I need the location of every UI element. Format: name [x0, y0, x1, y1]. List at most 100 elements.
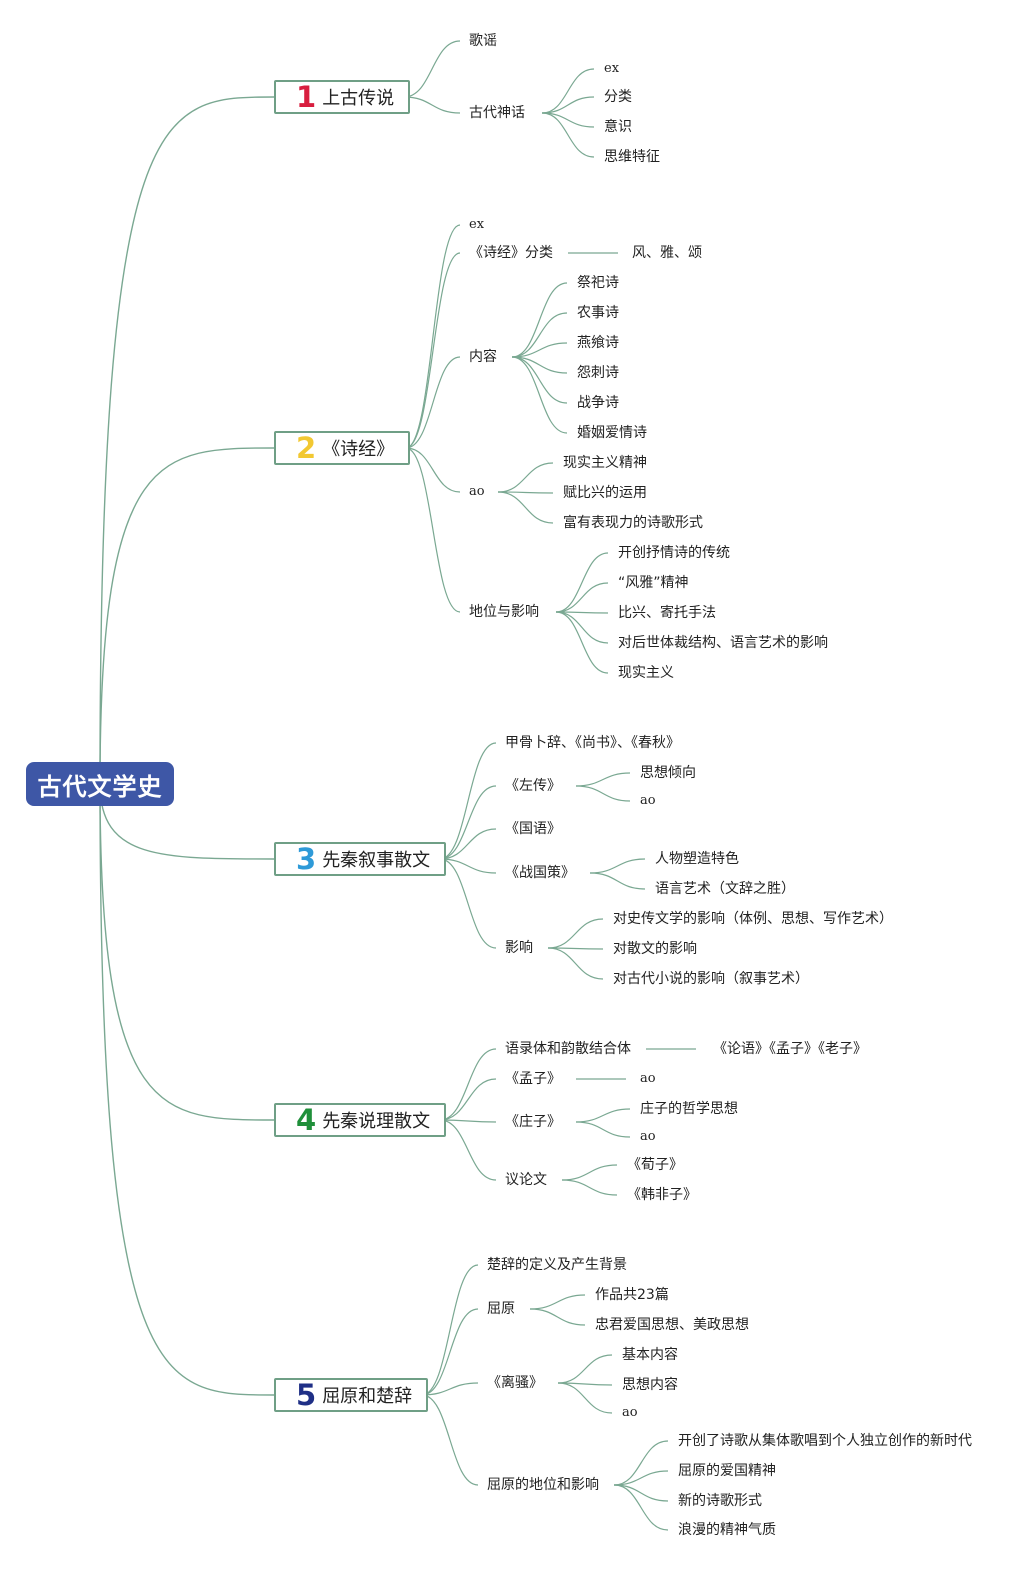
topic-label[interactable]: 对后世体裁结构、语言艺术的影响 — [618, 635, 828, 651]
topic-label[interactable]: 分类 — [604, 89, 632, 105]
connector-line — [99, 783, 275, 1121]
connector-line — [99, 447, 275, 785]
topic-label[interactable]: 开创了诗歌从集体歌唱到个人独立创作的新时代 — [678, 1433, 972, 1449]
topic-label[interactable]: “风雅”精神 — [618, 575, 689, 591]
connector-line — [403, 96, 461, 114]
branch-node-3[interactable]: 3 先秦叙事散文 — [274, 842, 447, 876]
topic-label[interactable]: ex — [469, 217, 485, 232]
topic-label[interactable]: 思维特征 — [604, 149, 660, 165]
topic-label[interactable]: 开创抒情诗的传统 — [618, 545, 730, 561]
topic-label[interactable]: 新的诗歌形式 — [678, 1493, 762, 1509]
topic-label[interactable]: ao — [640, 1129, 656, 1144]
topic-label[interactable]: 《国语》 — [505, 821, 561, 837]
connector-line — [405, 252, 461, 449]
connector-line — [421, 1308, 479, 1396]
branch-node-1[interactable]: 1 上古传说 — [274, 80, 411, 114]
topic-label[interactable]: 《荀子》 — [627, 1157, 683, 1173]
topic-label[interactable]: 风、雅、颂 — [632, 245, 702, 261]
connector-line — [403, 40, 461, 98]
topic-label[interactable]: ao — [469, 484, 485, 499]
topic-label[interactable]: 影响 — [505, 940, 533, 956]
topic-label[interactable]: ao — [622, 1405, 638, 1420]
topic-label[interactable]: 基本内容 — [622, 1347, 678, 1363]
topic-label[interactable]: 思想内容 — [622, 1377, 678, 1393]
topic-label[interactable]: 怨刺诗 — [577, 365, 619, 381]
topic-label[interactable]: 比兴、寄托手法 — [618, 605, 716, 621]
connector-line — [561, 1179, 618, 1196]
connector-line — [439, 1119, 497, 1123]
topic-label[interactable]: 屈原的爱国精神 — [678, 1463, 776, 1479]
topic-label[interactable]: 《离骚》 — [487, 1375, 543, 1391]
topic-label[interactable]: 婚姻爱情诗 — [577, 425, 647, 441]
topic-label[interactable]: 人物塑造特色 — [655, 851, 739, 867]
connector-line — [613, 1470, 669, 1486]
connector-line — [99, 96, 275, 785]
topic-label[interactable]: 语言艺术（文辞之胜） — [655, 881, 795, 897]
connector-line — [575, 785, 631, 802]
connector-line — [497, 491, 554, 524]
topic-label[interactable]: 燕飨诗 — [577, 335, 619, 351]
topic-label[interactable]: 赋比兴的运用 — [563, 485, 647, 501]
topic-label[interactable]: 甲骨卜辞、《尚书》、《春秋》 — [505, 735, 680, 751]
connector-line — [613, 1484, 669, 1531]
connector-line — [439, 828, 497, 860]
connector-line — [575, 1121, 631, 1138]
topic-label[interactable]: 《诗经》分类 — [469, 245, 553, 261]
topic-label[interactable]: 古代神话 — [469, 105, 525, 121]
connector-line — [613, 1440, 669, 1486]
topic-label[interactable]: 祭祀诗 — [577, 275, 619, 291]
connector-line — [405, 356, 461, 449]
topic-label[interactable]: 忠君爱国思想、美政思想 — [595, 1317, 749, 1333]
topic-label[interactable]: 浪漫的精神气质 — [678, 1522, 776, 1538]
branch-number-5: 5 — [296, 1377, 317, 1412]
topic-label[interactable]: 战争诗 — [577, 395, 619, 411]
topic-label[interactable]: 对史传文学的影响（体例、思想、写作艺术） — [613, 911, 893, 927]
topic-label[interactable]: 《左传》 — [505, 778, 561, 794]
connector-line — [511, 356, 568, 404]
connector-line — [439, 1119, 497, 1181]
topic-label[interactable]: 《论语》《孟子》《老子》 — [713, 1041, 867, 1057]
topic-label[interactable]: 意识 — [604, 119, 632, 135]
root-node[interactable]: 古代文学史 — [26, 762, 174, 806]
connector-line — [511, 312, 568, 358]
topic-label[interactable]: 歌谣 — [469, 33, 497, 49]
connector-line — [421, 1394, 479, 1486]
topic-label[interactable]: 《孟子》 — [505, 1071, 561, 1087]
connector-line — [613, 1484, 669, 1502]
connector-line — [589, 872, 646, 890]
topic-label[interactable]: 《韩非子》 — [627, 1187, 697, 1203]
connector-line — [99, 783, 275, 860]
connector-line — [541, 68, 595, 114]
topic-label[interactable]: ao — [640, 793, 656, 808]
topic-label[interactable]: 屈原 — [487, 1301, 515, 1317]
topic-label[interactable]: 现实主义精神 — [563, 455, 647, 471]
topic-label[interactable]: 对散文的影响 — [613, 941, 697, 957]
topic-label[interactable]: 对古代小说的影响（叙事艺术） — [613, 971, 809, 987]
topic-label[interactable]: 地位与影响 — [469, 604, 539, 620]
topic-label[interactable]: 农事诗 — [577, 305, 619, 321]
branch-node-4[interactable]: 4 先秦说理散文 — [274, 1103, 447, 1137]
topic-label[interactable]: 富有表现力的诗歌形式 — [563, 515, 703, 531]
topic-label[interactable]: 内容 — [469, 349, 497, 365]
topic-label[interactable]: 现实主义 — [618, 665, 674, 681]
topic-label[interactable]: 思想倾向 — [640, 765, 696, 781]
branch-node-2[interactable]: 2 《诗经》 — [274, 431, 411, 465]
branch-label-1: 上古传说 — [322, 88, 395, 109]
topic-label[interactable]: ao — [640, 1071, 656, 1086]
topic-label[interactable]: 屈原的地位和影响 — [487, 1477, 599, 1493]
topic-label[interactable]: 庄子的哲学思想 — [640, 1101, 738, 1117]
connector-line — [547, 947, 604, 980]
topic-label[interactable]: 楚辞的定义及产生背景 — [487, 1257, 627, 1273]
topic-label[interactable]: 作品共23篇 — [595, 1287, 669, 1303]
connector-line — [511, 342, 568, 358]
connector-line — [405, 224, 461, 449]
branch-node-5[interactable]: 5 屈原和楚辞 — [274, 1377, 429, 1412]
topic-label[interactable]: 语录体和韵散结合体 — [505, 1041, 631, 1057]
topic-label[interactable]: 《战国策》 — [505, 865, 575, 881]
connector-line — [557, 1354, 613, 1384]
connector-line — [575, 772, 631, 787]
topic-label[interactable]: 《庄子》 — [505, 1114, 561, 1130]
topic-label[interactable]: ex — [604, 61, 620, 76]
topic-label[interactable]: 议论文 — [505, 1172, 547, 1188]
